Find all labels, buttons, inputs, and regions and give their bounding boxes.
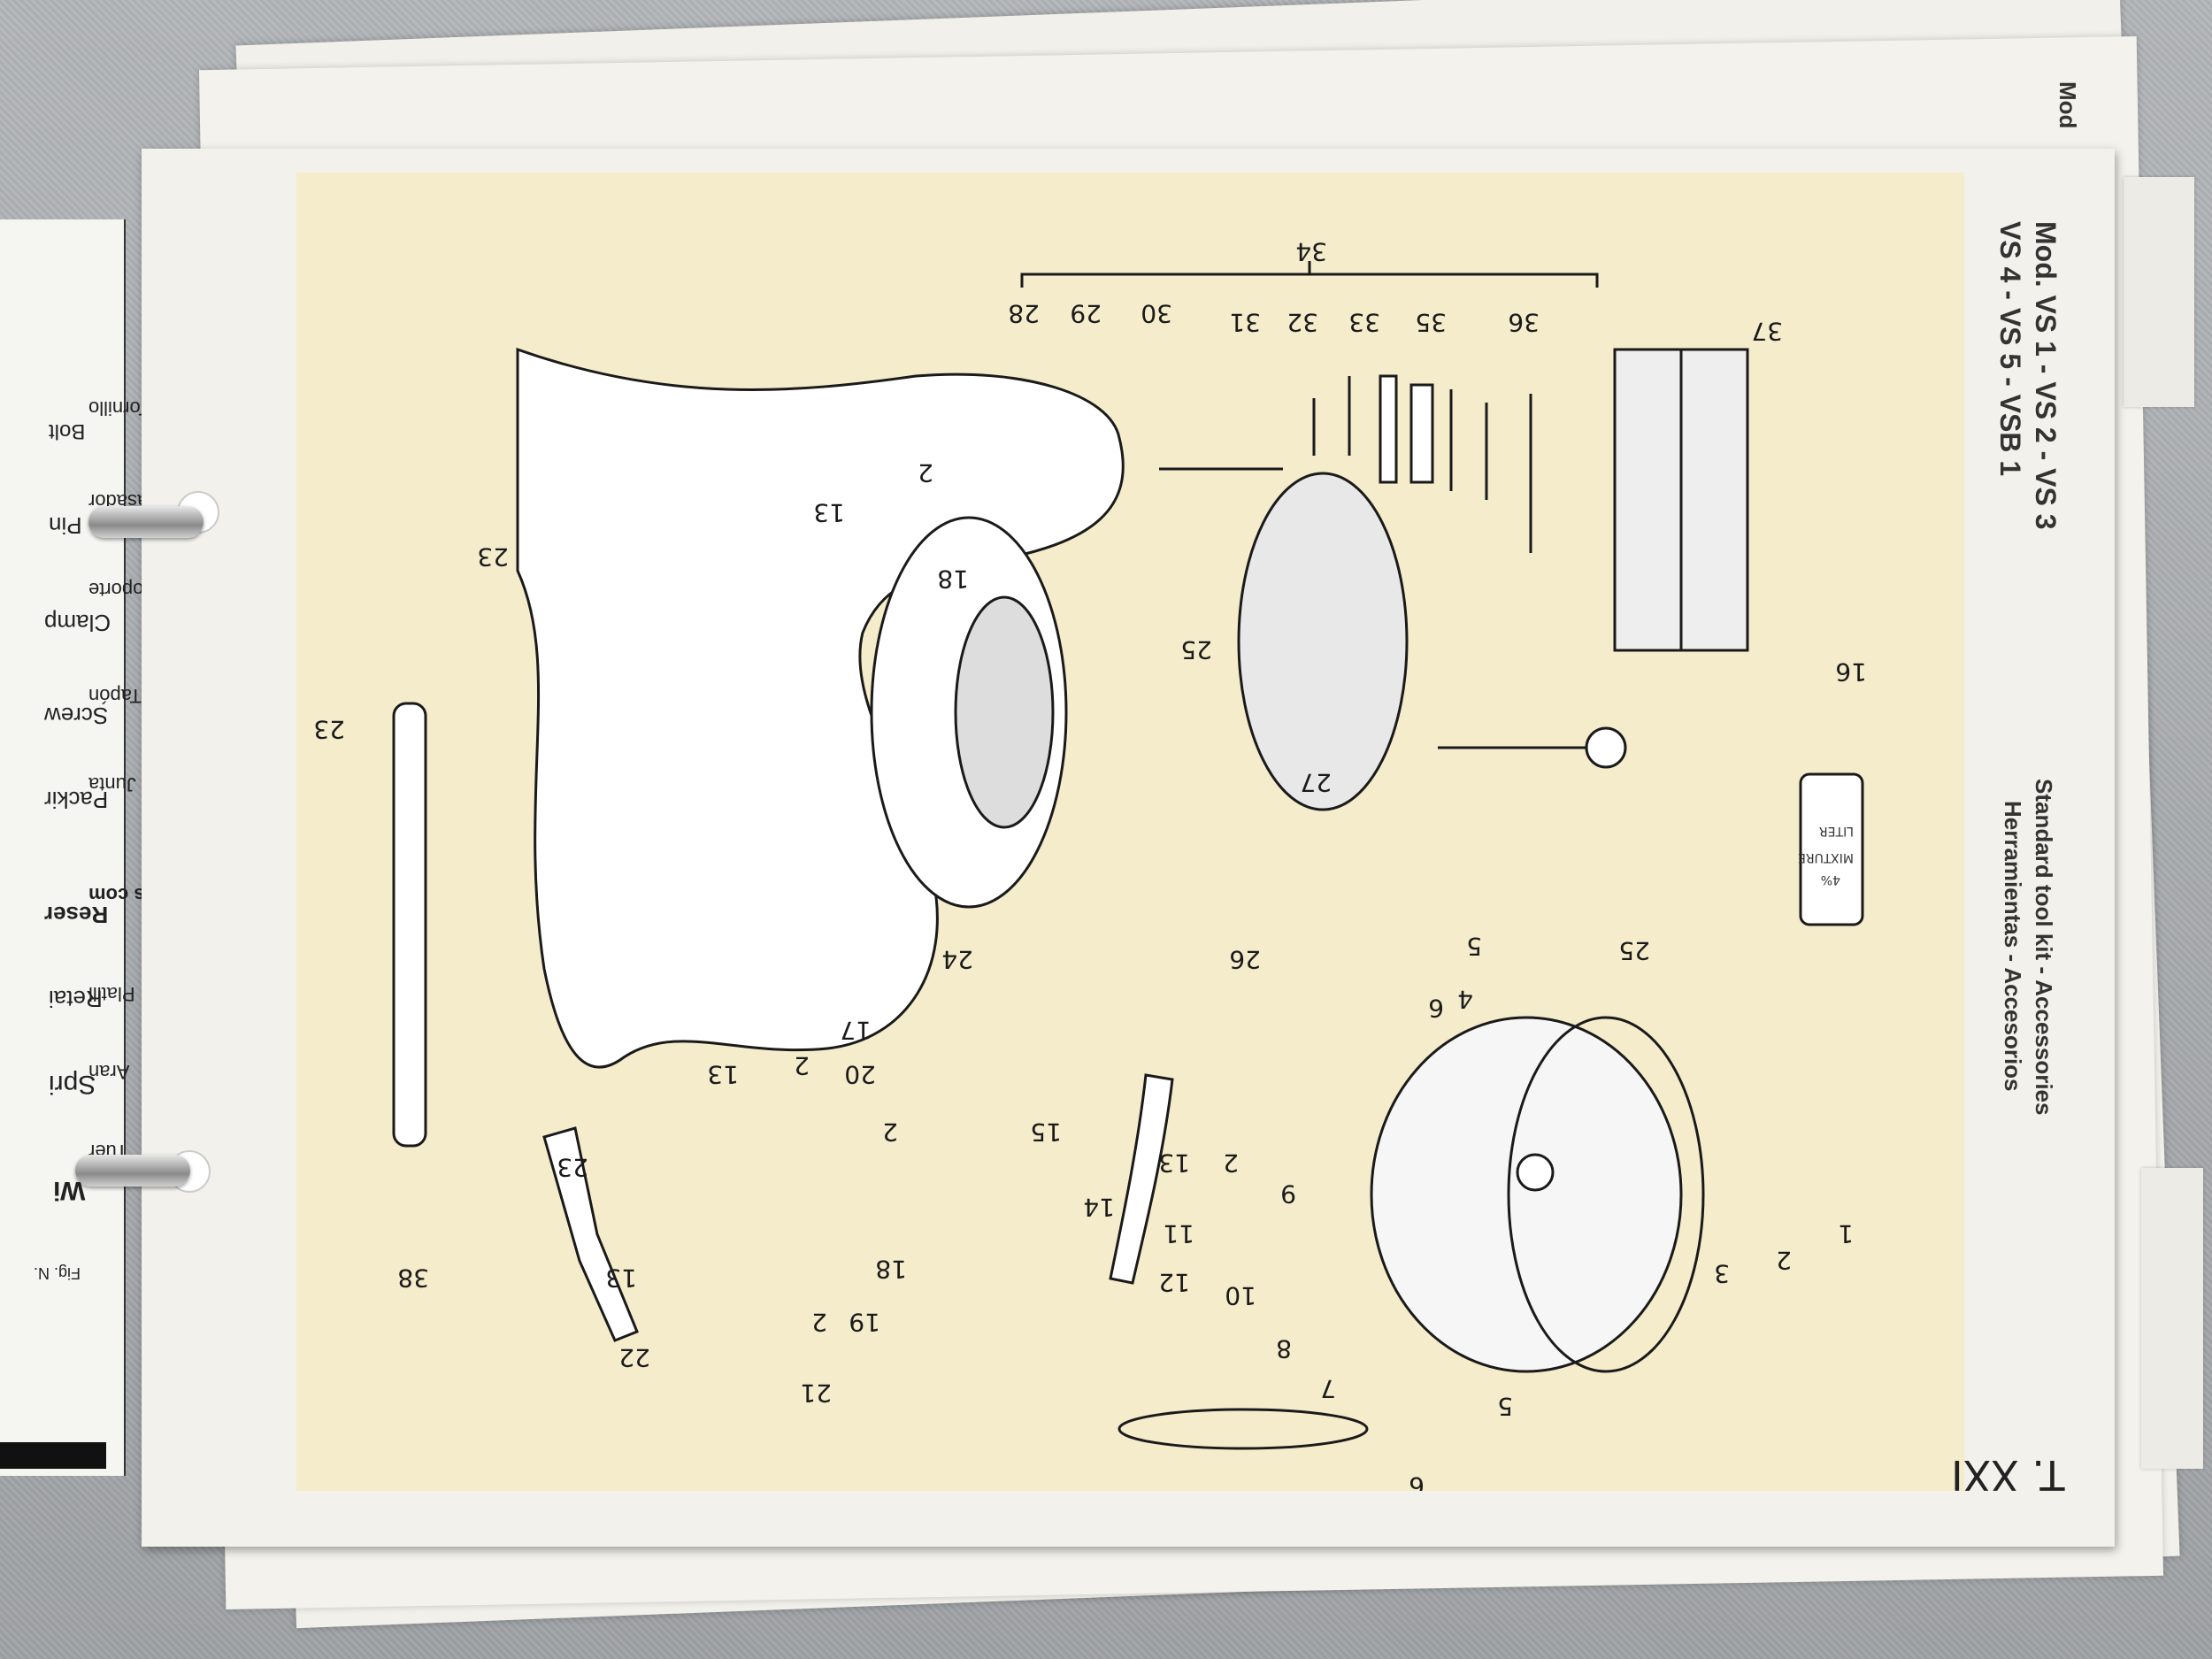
callout-13a: 13 — [813, 498, 845, 527]
callout-22: 22 — [618, 1343, 650, 1372]
illustration-plate: 34 28 29 30 31 32 33 35 36 37 16 25 25 2… — [296, 173, 1964, 1491]
can-label-mixture: MIXTURE — [1798, 850, 1854, 864]
callout-18a: 18 — [937, 565, 969, 594]
tool-31 — [1379, 374, 1398, 484]
brace-34 — [1020, 273, 1599, 288]
callout-33: 33 — [1348, 308, 1380, 337]
callout-6a: 6 — [1409, 1471, 1425, 1491]
bracket-22 — [542, 1126, 639, 1342]
left-page-header: Fig. N. — [34, 1264, 81, 1282]
callout-13c: 13 — [605, 1263, 637, 1293]
callout-23c: 23 — [557, 1153, 588, 1182]
support-bar — [392, 702, 427, 1148]
callout-1: 1 — [1838, 1219, 1854, 1248]
left-row-2-es: Aran — [88, 1061, 130, 1083]
callout-5a: 5 — [1497, 1392, 1513, 1421]
left-row-6-es: Tapón — [88, 685, 142, 707]
model-title-line-2: VS 4 - VS 5 - VSB 1 — [1994, 221, 2026, 477]
callout-26: 26 — [1229, 945, 1261, 974]
callout-10: 10 — [1225, 1281, 1256, 1310]
callout-12: 12 — [1158, 1268, 1190, 1297]
left-row-3-es: Platill — [88, 983, 135, 1005]
model-title-line-1: Mod. VS 1 - VS 2 - VS 3 — [2030, 221, 2062, 530]
callout-2d: 2 — [811, 1308, 827, 1337]
callout-35: 35 — [1415, 308, 1447, 337]
callout-31: 31 — [1229, 308, 1261, 337]
binder-ring-top — [88, 506, 204, 538]
callout-2a: 2 — [918, 458, 933, 488]
page-tab[interactable] — [2124, 177, 2194, 407]
callout-7: 7 — [1320, 1374, 1336, 1403]
handle-7 — [1118, 1408, 1369, 1450]
left-row-7-en: Clamp — [44, 610, 111, 636]
left-page: Fig. N. Wi Tuer Spri Aran Retai Platill … — [0, 219, 194, 1476]
callout-25b: 25 — [1618, 936, 1650, 965]
callout-14: 14 — [1083, 1193, 1115, 1222]
callout-2c: 2 — [882, 1118, 898, 1147]
hub-cap — [1237, 472, 1409, 811]
callout-17: 17 — [840, 1016, 872, 1045]
page-tab[interactable] — [2141, 1168, 2203, 1469]
back-page-model-text: Mod — [2055, 81, 2081, 129]
callout-28: 28 — [1008, 299, 1040, 328]
callout-18b: 18 — [875, 1255, 907, 1284]
callout-4: 4 — [1457, 985, 1473, 1014]
callout-34: 34 — [1295, 237, 1327, 266]
spare-wheel — [1370, 1016, 1683, 1373]
callout-30: 30 — [1141, 299, 1172, 328]
callout-11: 11 — [1163, 1219, 1194, 1248]
exploded-diagram: 34 28 29 30 31 32 33 35 36 37 16 25 25 2… — [313, 237, 1867, 1491]
callout-19: 19 — [849, 1308, 880, 1337]
callout-37: 37 — [1751, 317, 1783, 346]
callout-5b: 5 — [1466, 932, 1482, 961]
oil-can — [1799, 772, 1864, 926]
left-page-binding-edge — [0, 1442, 106, 1469]
callout-13b: 13 — [707, 1060, 739, 1089]
callout-38: 38 — [397, 1263, 429, 1293]
callout-16: 16 — [1835, 657, 1867, 687]
callout-numbers: 34 28 29 30 31 32 33 35 36 37 16 25 25 2… — [313, 237, 1867, 1491]
binder-ring-bottom — [75, 1155, 190, 1187]
callout-23b: 23 — [313, 715, 345, 744]
subtitle-spanish: Herramientas - Accesorios — [2000, 801, 2026, 1092]
callout-3: 3 — [1714, 1259, 1730, 1288]
callout-2b: 2 — [794, 1051, 810, 1080]
can-label-liter: LITER — [1819, 824, 1854, 838]
strap-11 — [1109, 1073, 1174, 1285]
callout-20: 20 — [844, 1060, 876, 1089]
callout-2e: 2 — [1223, 1148, 1239, 1178]
callout-15: 15 — [1030, 1118, 1062, 1147]
callout-24: 24 — [941, 945, 973, 974]
plate-number: T. XXI — [1951, 1451, 2065, 1499]
callout-6b: 6 — [1428, 994, 1444, 1023]
callout-9a: 9 — [1280, 1179, 1296, 1209]
callout-13d: 13 — [1158, 1148, 1190, 1178]
callout-27: 27 — [1300, 768, 1332, 797]
callout-25a: 25 — [1180, 635, 1212, 664]
callout-21: 21 — [800, 1379, 832, 1408]
left-row-8-en: Pin — [49, 512, 82, 539]
tool-32 — [1409, 383, 1434, 484]
oil-can-label: LITER MIXTURE 4% — [1798, 824, 1854, 887]
left-row-5-es: Junta — [88, 773, 136, 795]
left-row-9-en: Bolt — [49, 419, 86, 443]
can-label-percent: 4% — [1821, 872, 1840, 887]
subtitle-english: Standard tool kit - Accessories — [2031, 779, 2057, 1116]
callout-23a: 23 — [477, 542, 509, 572]
callout-2f: 2 — [1776, 1246, 1792, 1275]
callout-8: 8 — [1276, 1334, 1292, 1363]
callout-36: 36 — [1508, 308, 1540, 337]
callout-32: 32 — [1286, 308, 1318, 337]
callout-29: 29 — [1070, 299, 1102, 328]
